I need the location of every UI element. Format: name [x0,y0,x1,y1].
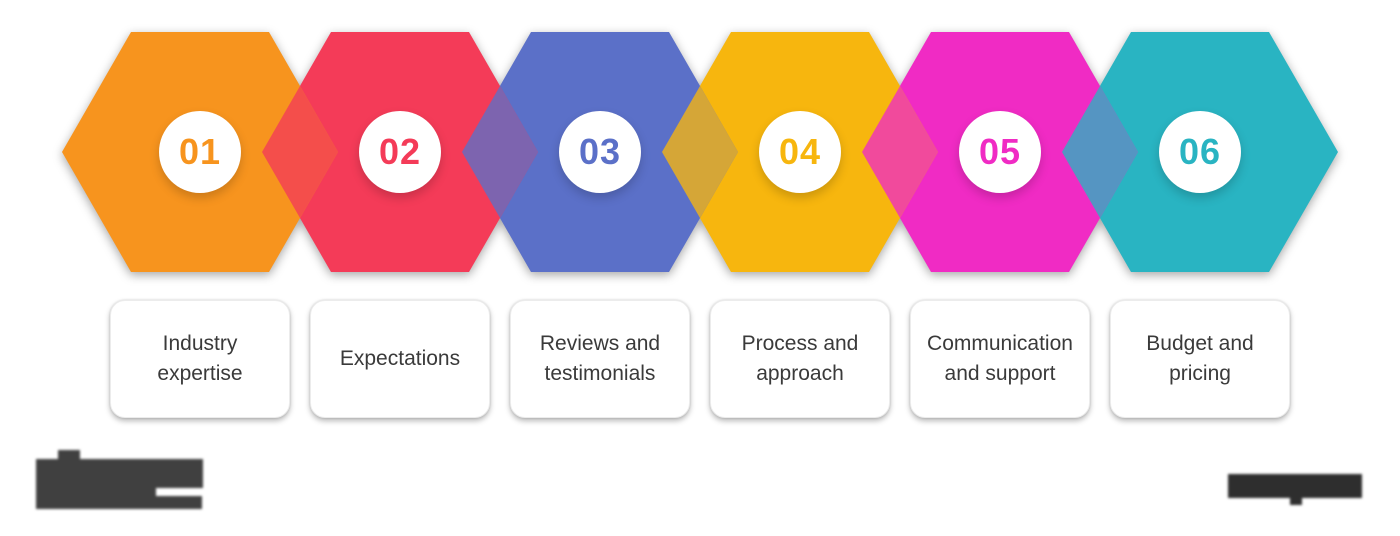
step-number: 04 [778,131,822,172]
hexagon-overlap-5-6 [1062,86,1138,218]
step-label-card: Budget and pricing [1110,300,1290,418]
step-label: Process and approach [741,331,859,385]
left-logo-shape [146,464,202,488]
step-number: 03 [578,131,622,172]
right-logo-shape [1290,498,1302,505]
step-label: Communication and support [927,331,1073,385]
step-label: Budget and pricing [1146,331,1254,385]
step-number: 06 [1178,131,1222,172]
step-number-circle: 04 [759,111,841,193]
step-label-card: Process and approach [710,300,890,418]
step-number: 02 [378,131,422,172]
step-label-card: Expectations [310,300,490,418]
step-number-circle: 03 [559,111,641,193]
right-logo-watermark [1228,472,1368,508]
step-label-card: Industry expertise [110,300,290,418]
left-logo-shape [36,496,202,509]
right-logo-shape [1228,474,1362,498]
step-number-circle: 02 [359,111,441,193]
step-label: Expectations [339,346,461,370]
step-label: Reviews and testimonials [539,331,661,385]
hexagon-overlap-4-5 [862,86,938,218]
step-number-circle: 05 [959,111,1041,193]
step-number-circle: 01 [159,111,241,193]
step-label: Industry expertise [157,331,243,385]
step-label-card: Reviews and testimonials [510,300,690,418]
left-logo-shape [36,488,156,496]
step-number: 01 [178,131,222,172]
hexagon-overlap-3-4 [662,86,738,218]
step-number: 05 [978,131,1022,172]
hexagon-overlap-1-2 [262,86,338,218]
left-logo-shape [58,450,80,461]
step-label-card: Communication and support [910,300,1090,418]
left-logo [36,450,216,522]
step-number-circle: 06 [1159,111,1241,193]
hexagon-overlap-2-3 [462,86,538,218]
